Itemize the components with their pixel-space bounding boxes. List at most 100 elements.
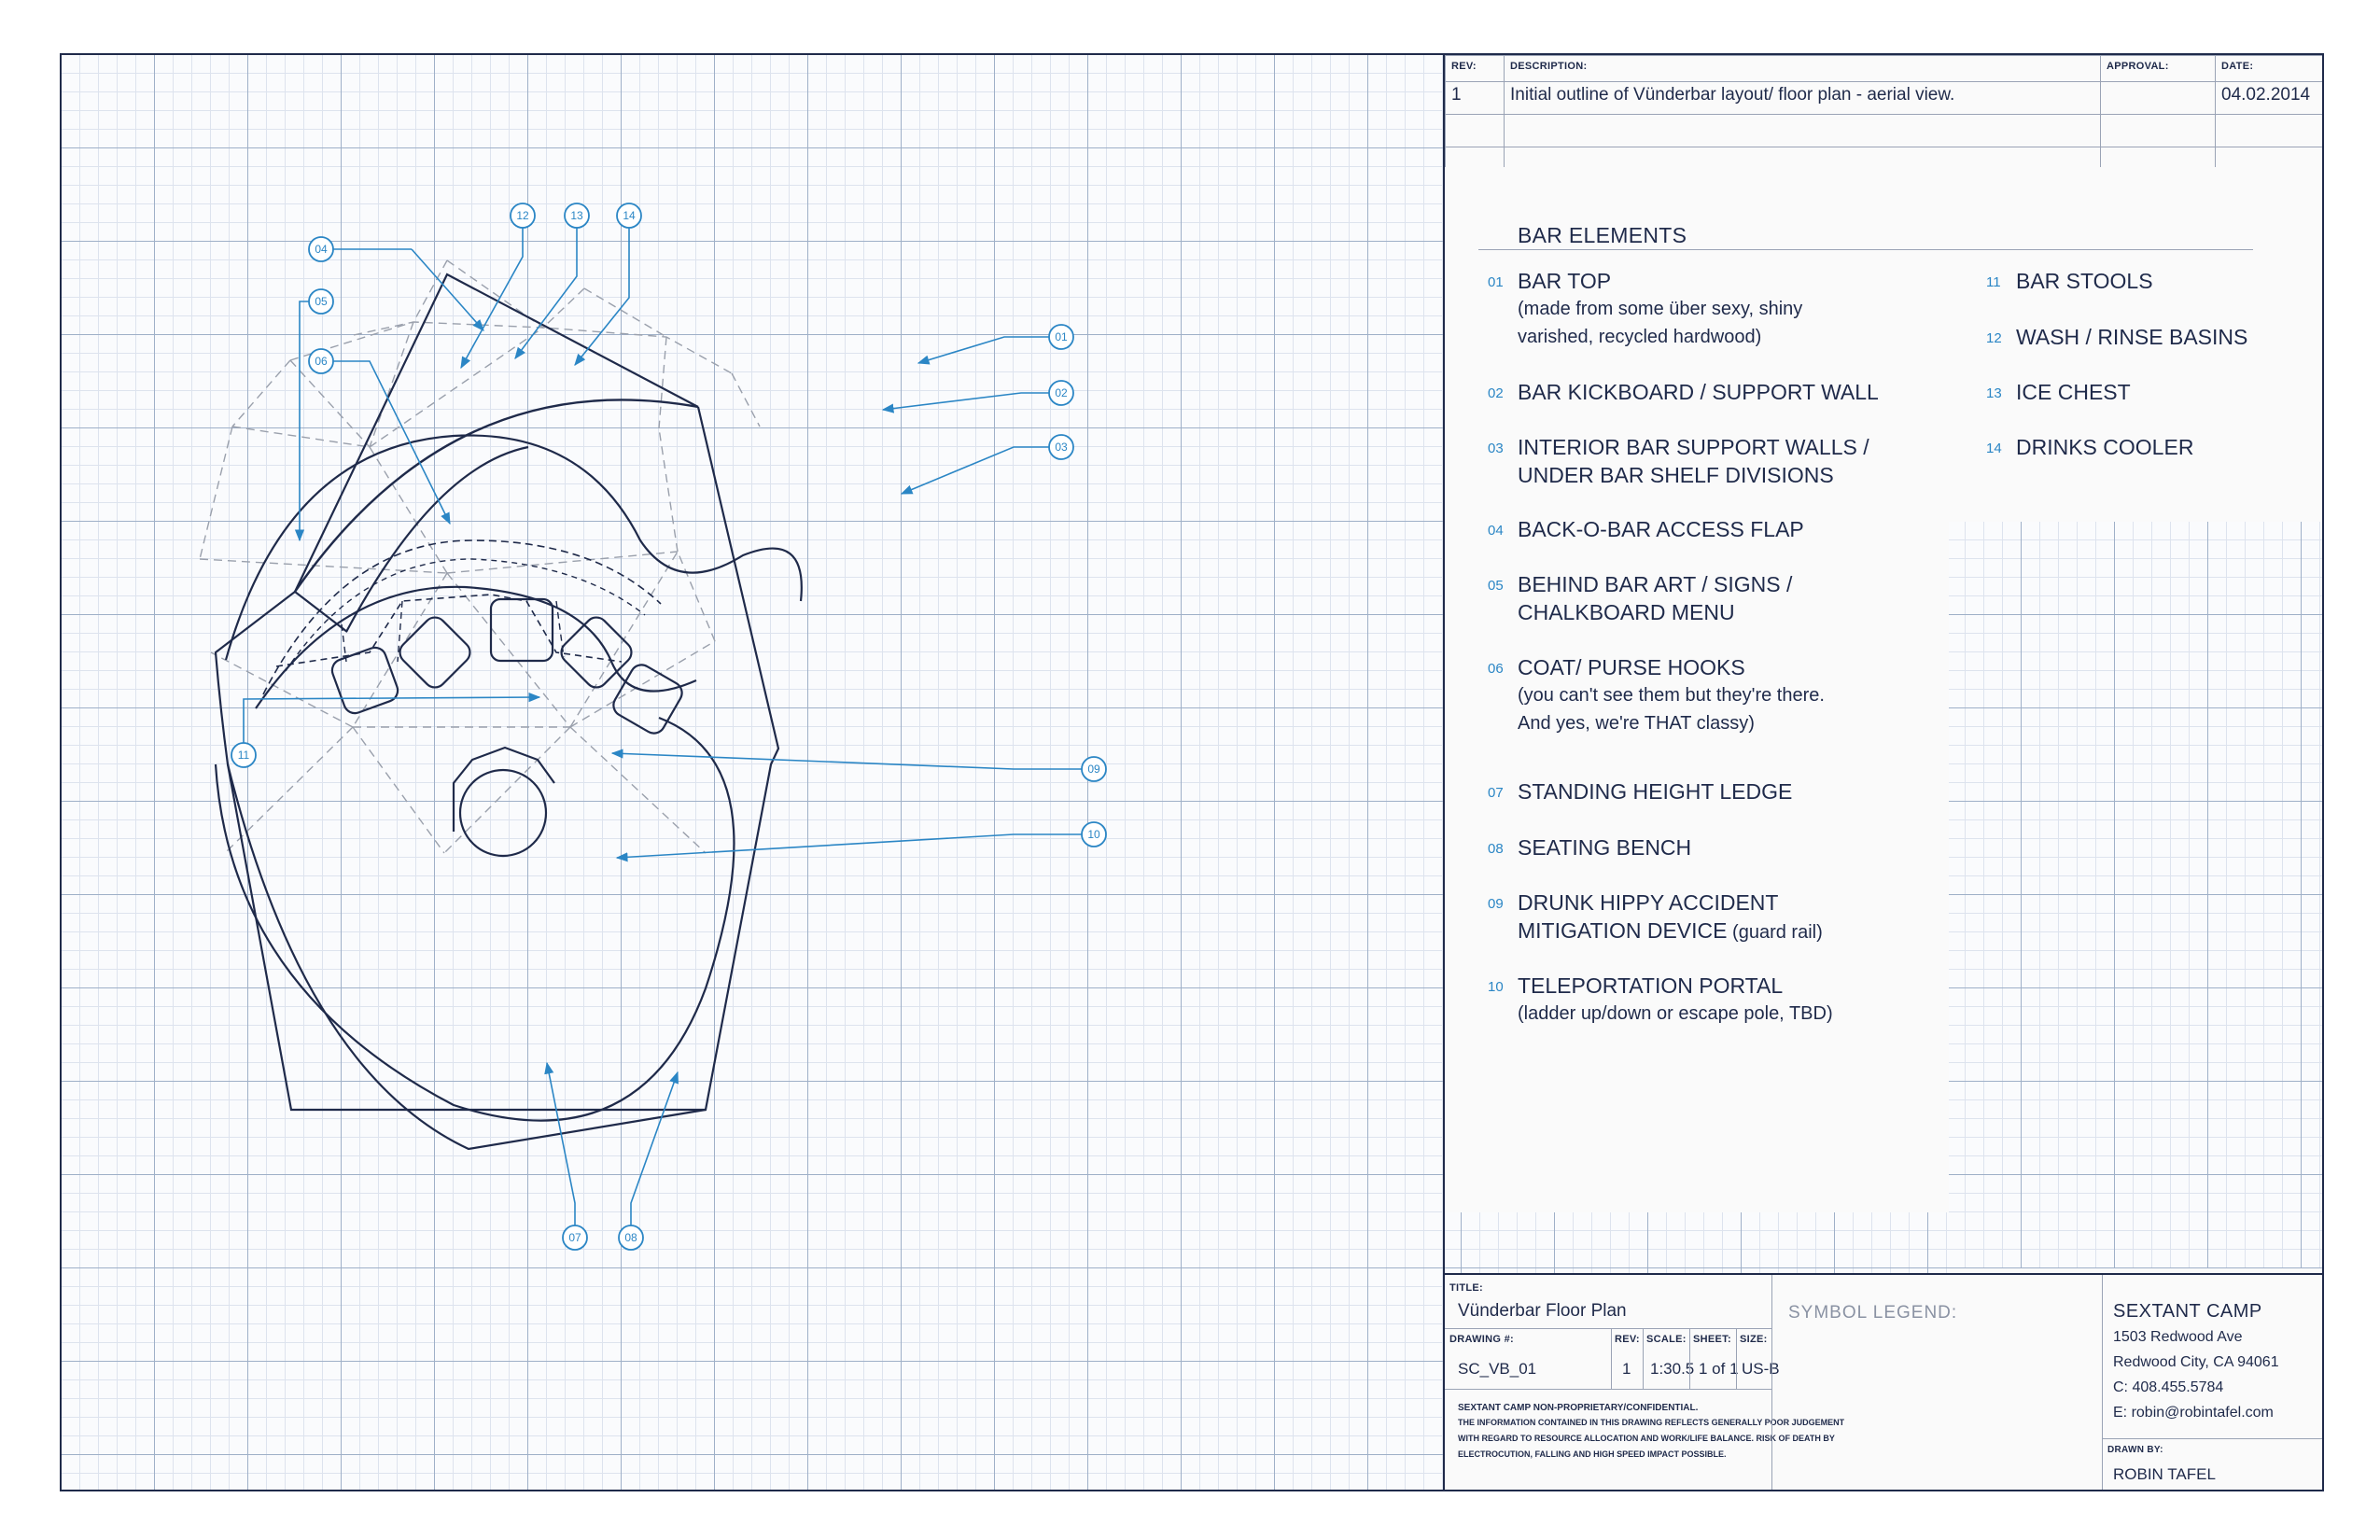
- legend-label: UNDER BAR SHELF DIVISIONS: [1518, 463, 1834, 487]
- callout-label: 10: [1087, 828, 1100, 841]
- callouts: [231, 203, 1107, 1251]
- divider: [2102, 1275, 2103, 1490]
- callout-label: 13: [570, 209, 583, 222]
- rev-value: 1: [1622, 1360, 1631, 1378]
- legend-number: 03: [1488, 441, 1504, 456]
- legend-item-02: 02 BAR KICKBOARD / SUPPORT WALL: [1488, 378, 1879, 406]
- callout-label: 08: [624, 1231, 637, 1244]
- legend-number: 07: [1488, 785, 1504, 801]
- table-row: 1 Initial outline of Vünderbar layout/ f…: [1445, 81, 2322, 115]
- drawing-number-label: DRAWING #:: [1449, 1334, 1514, 1345]
- callout-label: 03: [1055, 441, 1068, 454]
- legend-note: (made from some über sexy, shiny: [1518, 299, 1803, 319]
- email: E: robin@robintafel.com: [2113, 1405, 2274, 1421]
- callout-06: [308, 348, 334, 374]
- callout-label: 06: [315, 355, 328, 368]
- legend-label: WASH / RINSE BASINS: [2016, 325, 2248, 349]
- callout-12: [510, 203, 536, 229]
- drawn-by: ROBIN TAFEL: [2113, 1465, 2216, 1483]
- callout-07: [562, 1225, 588, 1251]
- legend-item-09: 09 DRUNK HIPPY ACCIDENT MITIGATION DEVIC…: [1488, 889, 1823, 946]
- rev-label: REV:: [1615, 1334, 1640, 1345]
- legend-note: varished, recycled hardwood): [1518, 327, 1762, 347]
- legend-label: COAT/ PURSE HOOKS: [1518, 655, 1745, 679]
- legend-number: 10: [1488, 979, 1504, 995]
- legend-number: 09: [1488, 896, 1504, 912]
- divider: [1445, 1389, 1771, 1390]
- callout-02: [1048, 380, 1074, 406]
- confidential-note: WITH REGARD TO RESOURCE ALLOCATION AND W…: [1458, 1434, 1835, 1443]
- legend-grid-cutout-bottom: [1445, 1212, 1949, 1273]
- legend-item-06: 06 COAT/ PURSE HOOKS (you can't see them…: [1488, 653, 1825, 737]
- legend-label: INTERIOR BAR SUPPORT WALLS /: [1518, 435, 1869, 459]
- legend-note: (you can't see them but they're there.: [1518, 685, 1825, 706]
- legend-label: STANDING HEIGHT LEDGE: [1518, 779, 1793, 804]
- divider: [2102, 1438, 2322, 1439]
- callout-label: 07: [568, 1231, 581, 1244]
- confidential-note: ELECTROCUTION, FALLING AND HIGH SPEED IM…: [1458, 1449, 1727, 1459]
- date-header: DATE:: [2215, 55, 2322, 82]
- legend-number: 06: [1488, 661, 1504, 677]
- divider: [1445, 1328, 1771, 1329]
- legend-label: TELEPORTATION PORTAL: [1518, 973, 1784, 998]
- callout-label: 02: [1055, 386, 1068, 399]
- description-header: DESCRIPTION:: [1504, 55, 2101, 82]
- legend-label: ICE CHEST: [2016, 380, 2131, 404]
- confidential-title: SEXTANT CAMP NON-PROPRIETARY/CONFIDENTIA…: [1458, 1403, 1699, 1413]
- legend-item-10: 10 TELEPORTATION PORTAL (ladder up/down …: [1488, 972, 1833, 1028]
- sheet-value: 1 of 1: [1699, 1360, 1739, 1378]
- drawn-by-label: DRAWN BY:: [2107, 1445, 2163, 1455]
- callout-label: 01: [1055, 330, 1068, 343]
- legend-label: DRINKS COOLER: [2016, 435, 2194, 459]
- callout-label: 14: [623, 209, 636, 222]
- legend-note: (ladder up/down or escape pole, TBD): [1518, 1003, 1833, 1024]
- approval-header: APPROVAL:: [2100, 55, 2216, 82]
- legend-number: 05: [1488, 578, 1504, 594]
- drawing-number: SC_VB_01: [1458, 1360, 1537, 1378]
- address-line-1: 1503 Redwood Ave: [2113, 1329, 2243, 1345]
- legend-label: BAR KICKBOARD / SUPPORT WALL: [1518, 380, 1879, 404]
- callout-label: 04: [315, 243, 328, 256]
- size-value: US-B: [1742, 1360, 1780, 1378]
- legend-number: 11: [1986, 274, 2001, 290]
- divider: [1643, 1328, 1644, 1389]
- callout-09: [1081, 756, 1107, 782]
- drawing-title: Vünderbar Floor Plan: [1458, 1301, 1627, 1321]
- divider: [1611, 1328, 1612, 1389]
- title-block: TITLE: Vünderbar Floor Plan DRAWING #: S…: [1443, 1273, 2322, 1490]
- legend-note: And yes, we're THAT classy): [1518, 713, 1755, 734]
- legend-label: MITIGATION DEVICE: [1518, 918, 1728, 943]
- legend-label: DRUNK HIPPY ACCIDENT: [1518, 890, 1779, 915]
- legend-item-14: 14 DRINKS COOLER: [1986, 433, 2194, 461]
- blueprint-sheet: 04 05 06 12 13 14 01 02 03 11 09 10 07 0…: [60, 53, 2324, 1491]
- legend-item-03: 03 INTERIOR BAR SUPPORT WALLS / UNDER BA…: [1488, 433, 1869, 489]
- legend-item-05: 05 BEHIND BAR ART / SIGNS / CHALKBOARD M…: [1488, 570, 1793, 626]
- date-cell: 04.02.2014: [2215, 81, 2322, 115]
- callout-label: 05: [315, 295, 328, 308]
- legend-number: 14: [1986, 441, 2002, 456]
- phone: C: 408.455.5784: [2113, 1379, 2224, 1395]
- confidential-note: THE INFORMATION CONTAINED IN THIS DRAWIN…: [1458, 1418, 1845, 1427]
- legend-number: 08: [1488, 841, 1504, 857]
- size-label: SIZE:: [1740, 1334, 1768, 1345]
- divider: [1771, 1275, 1772, 1490]
- rev-header: REV:: [1445, 55, 1505, 82]
- callout-leaders: [243, 228, 1082, 1225]
- callout-13: [564, 203, 590, 229]
- title-label: TITLE:: [1449, 1282, 1484, 1294]
- legend-item-13: 13 ICE CHEST: [1986, 378, 2131, 406]
- divider: [1736, 1328, 1737, 1389]
- legend-item-07: 07 STANDING HEIGHT LEDGE: [1488, 777, 1793, 805]
- callout-03: [1048, 434, 1074, 460]
- description-cell: Initial outline of Vünderbar layout/ flo…: [1504, 81, 2101, 115]
- divider: [1689, 1328, 1690, 1389]
- callout-label: 11: [238, 749, 250, 762]
- revision-table: REV: DESCRIPTION: APPROVAL: DATE: 1 Init…: [1445, 55, 2322, 180]
- callout-10: [1081, 821, 1107, 847]
- legend-label: BEHIND BAR ART / SIGNS /: [1518, 572, 1793, 596]
- legend-item-04: 04 BACK-O-BAR ACCESS FLAP: [1488, 515, 1804, 543]
- geodesic-frame: [199, 259, 761, 854]
- company-name: SEXTANT CAMP: [2113, 1301, 2262, 1322]
- rev-cell: 1: [1445, 81, 1505, 115]
- callout-04: [308, 236, 334, 262]
